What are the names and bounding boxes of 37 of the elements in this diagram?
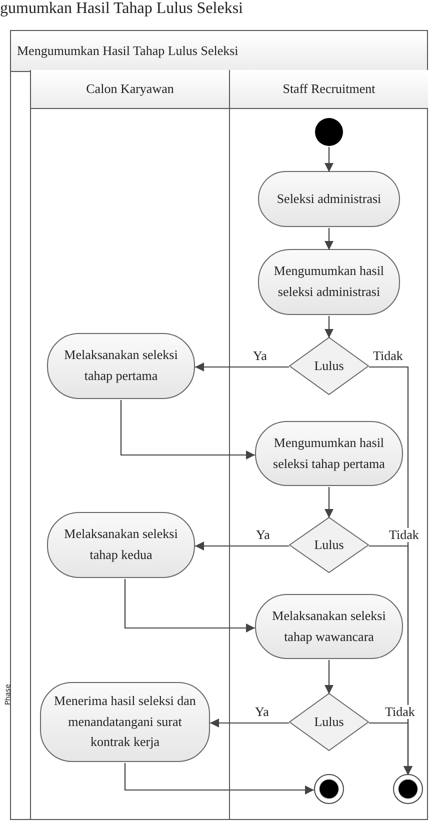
arrow [324,487,334,518]
lane-header: Calon Karyawan [31,70,229,109]
edge-label: Tidak [372,349,404,363]
swimlane [229,70,428,820]
edge-label: Tidak [384,705,416,719]
start-node [315,118,343,146]
decision-diamond: Lulus [289,693,369,751]
edge-label: Ya [254,705,270,719]
lane-header: Staff Recruitment [230,70,428,109]
pool-frame [10,30,428,820]
arrow [324,147,334,172]
edge-label: Ya [252,349,268,363]
diagram-title: gumumkan Hasil Tahap Lulus Seleksi [0,0,243,18]
decision-diamond: Lulus [289,337,369,395]
arrow [120,400,255,460]
edge-label: Ya [255,528,271,542]
arrow [210,718,289,728]
decision-diamond: Lulus [289,517,369,573]
action-node: Mengumumkan hasil seleksi tahap pertama [255,421,403,486]
arrow [195,542,289,550]
edge-label: Tidak [388,528,420,542]
action-node: Melaksanakan seleksi tahap kedua [47,512,195,578]
action-node: Menerima hasil seleksi dan menandatangani surat kontrak kerja [40,682,210,762]
action-node: Melaksanakan seleksi tahap wawancara [255,594,403,659]
arrow [124,763,314,794]
arrow [324,660,334,694]
arrow [324,228,334,250]
end-node [314,774,344,804]
end-node [393,774,423,804]
arrow [324,316,334,338]
action-node: Seleksi administrasi [258,171,400,227]
action-node: Mengumumkan hasil seleksi administrasi [258,249,400,315]
arrow [195,362,289,372]
swimlane [30,70,229,820]
arrow [124,579,255,632]
action-node: Melaksanakan seleksi tahap pertama [47,333,195,399]
arrow [369,722,412,775]
